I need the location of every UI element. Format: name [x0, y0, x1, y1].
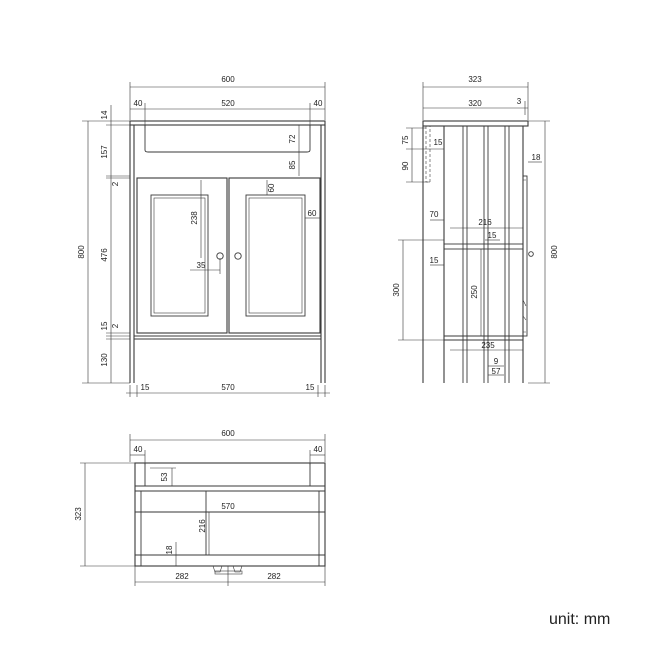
top-width-600: 600	[221, 429, 235, 438]
top-depth-323: 323	[74, 507, 83, 521]
top-view: 600 40 40 323 53 570 216	[74, 429, 326, 586]
top-side-left-40: 40	[134, 445, 143, 454]
front-knob-35: 35	[197, 261, 206, 270]
top-feet	[212, 565, 243, 573]
side-top-slab	[422, 120, 529, 127]
side-dim-250: 250	[470, 285, 479, 299]
side-dim-70: 70	[430, 210, 439, 219]
top-dim-216: 216	[198, 519, 207, 533]
front-left-door	[136, 177, 228, 334]
side-knob	[528, 251, 534, 257]
top-side-right-40: 40	[314, 445, 323, 454]
front-width-600: 600	[221, 75, 235, 84]
side-dim-15-top: 15	[434, 138, 443, 147]
front-total-height-800: 800	[77, 245, 86, 259]
front-frame-60-top: 60	[267, 183, 276, 192]
side-dim-15-left: 15	[430, 256, 439, 265]
front-panel-238: 238	[190, 211, 199, 225]
top-half-left-282: 282	[175, 572, 189, 581]
side-dim-15-mid: 15	[488, 231, 497, 240]
front-frame-60-right: 60	[308, 209, 317, 218]
front-gap-top-2: 2	[111, 181, 120, 186]
side-dim-9: 9	[494, 357, 499, 366]
front-bottom-15: 15	[100, 321, 109, 330]
front-side-right-40: 40	[314, 99, 323, 108]
front-foot-left-15: 15	[141, 383, 150, 392]
side-depth-3: 3	[517, 97, 522, 106]
top-dim-53: 53	[160, 472, 169, 481]
front-side-left-40: 40	[134, 99, 143, 108]
side-depth-320: 320	[468, 99, 482, 108]
side-door-edge	[522, 175, 528, 337]
side-height-800: 800	[550, 245, 559, 259]
front-foot-right-15: 15	[306, 383, 315, 392]
side-shelf	[443, 243, 524, 250]
front-view: 600 40 520 40 800	[77, 75, 330, 397]
side-dim-75: 75	[401, 135, 410, 144]
side-dim-216: 216	[478, 218, 492, 227]
side-dim-18: 18	[532, 153, 541, 162]
front-plinth-130: 130	[100, 353, 109, 367]
front-upper-157: 157	[100, 145, 109, 159]
side-dim-57: 57	[492, 367, 501, 376]
side-dim-235: 235	[481, 341, 495, 350]
front-basin-520: 520	[221, 99, 235, 108]
top-dim-18: 18	[165, 545, 174, 554]
front-left-panel	[150, 194, 209, 317]
front-door-476: 476	[100, 248, 109, 262]
front-top-14: 14	[100, 110, 109, 119]
front-inner-570: 570	[221, 383, 235, 392]
front-top-slab	[129, 120, 326, 126]
top-toe-kick	[214, 570, 243, 575]
front-basin-depth-72: 72	[288, 134, 297, 143]
side-depth-323: 323	[468, 75, 482, 84]
unit-label: unit: mm	[549, 611, 610, 628]
front-basin-outline	[144, 125, 311, 153]
top-inner-570: 570	[221, 502, 235, 511]
side-basin-hidden	[425, 126, 431, 183]
front-right-knob	[234, 252, 242, 260]
front-right-panel	[245, 194, 306, 317]
top-half-right-282: 282	[267, 572, 281, 581]
front-right-door	[228, 177, 321, 334]
front-gap-bottom-2: 2	[111, 323, 120, 328]
front-rail-85: 85	[288, 160, 297, 169]
side-dim-300: 300	[392, 283, 401, 297]
top-outline	[134, 462, 326, 567]
side-dim-90: 90	[401, 161, 410, 170]
side-view: 323 320 3 75 90 15 70	[392, 75, 559, 384]
